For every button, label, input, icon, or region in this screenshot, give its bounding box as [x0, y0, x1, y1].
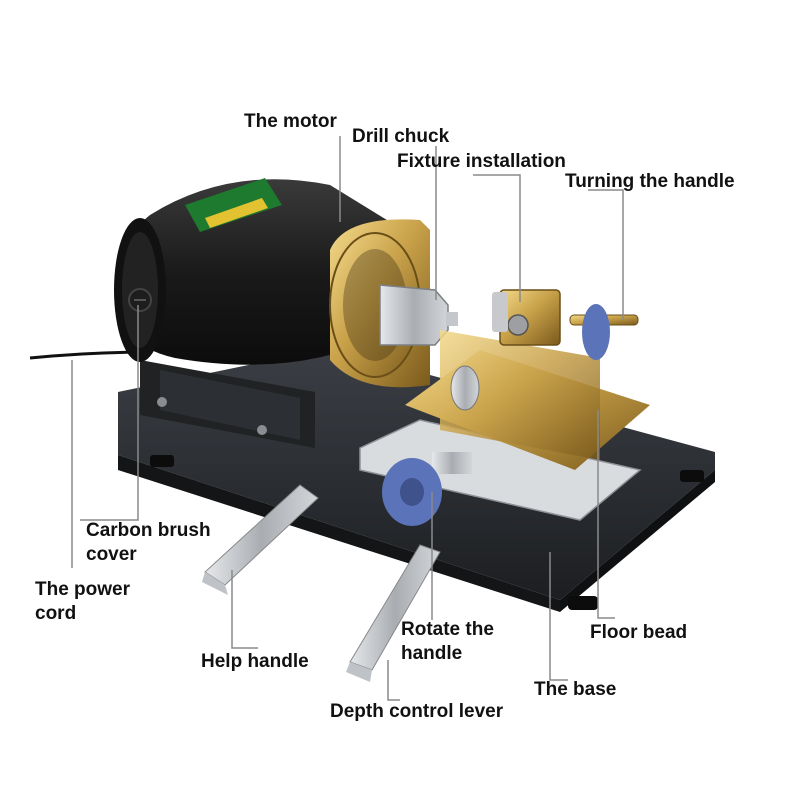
drill-chuck	[379, 284, 458, 346]
label-help-handle: Help handle	[201, 651, 309, 672]
help-handle	[202, 484, 319, 595]
label-floor-bead: Floor bead	[590, 622, 688, 643]
label-carbon-brush-line2: cover	[86, 544, 137, 565]
leader-carbon-brush	[80, 305, 139, 521]
leader-fixture	[473, 174, 521, 302]
label-carbon-brush-line1: Carbon brush	[86, 520, 211, 541]
label-power-cord-line1: The power	[35, 579, 131, 600]
label-drill-chuck: Drill chuck	[352, 126, 450, 147]
fixture-assembly	[359, 289, 650, 521]
leader-depth-lever	[387, 660, 400, 701]
leader-lines	[71, 136, 624, 701]
label-power-cord-line2: cord	[35, 603, 77, 624]
motor-mount	[140, 360, 315, 448]
label-the-power-cord: The power cord	[35, 578, 130, 626]
rotate-handle-knob	[382, 452, 472, 526]
label-rotate-the-handle: Rotate the handle	[401, 618, 494, 666]
label-carbon-brush-cover: Carbon brush cover	[86, 519, 211, 567]
label-rotate-handle-line2: handle	[401, 643, 463, 664]
leader-floor-bead	[597, 410, 615, 619]
label-the-motor: The motor	[244, 111, 337, 132]
label-depth-control-lever: Depth control lever	[330, 701, 504, 722]
leader-help-handle	[231, 570, 258, 649]
leader-base	[549, 552, 568, 681]
label-rotate-handle-line1: Rotate the	[401, 619, 494, 640]
depth-control-lever	[346, 544, 441, 682]
label-turning-the-handle: Turning the handle	[565, 171, 735, 192]
leader-turning-handle	[588, 189, 624, 320]
label-fixture-installation: Fixture installation	[397, 151, 566, 172]
motor	[114, 178, 395, 365]
label-the-base: The base	[534, 679, 617, 700]
